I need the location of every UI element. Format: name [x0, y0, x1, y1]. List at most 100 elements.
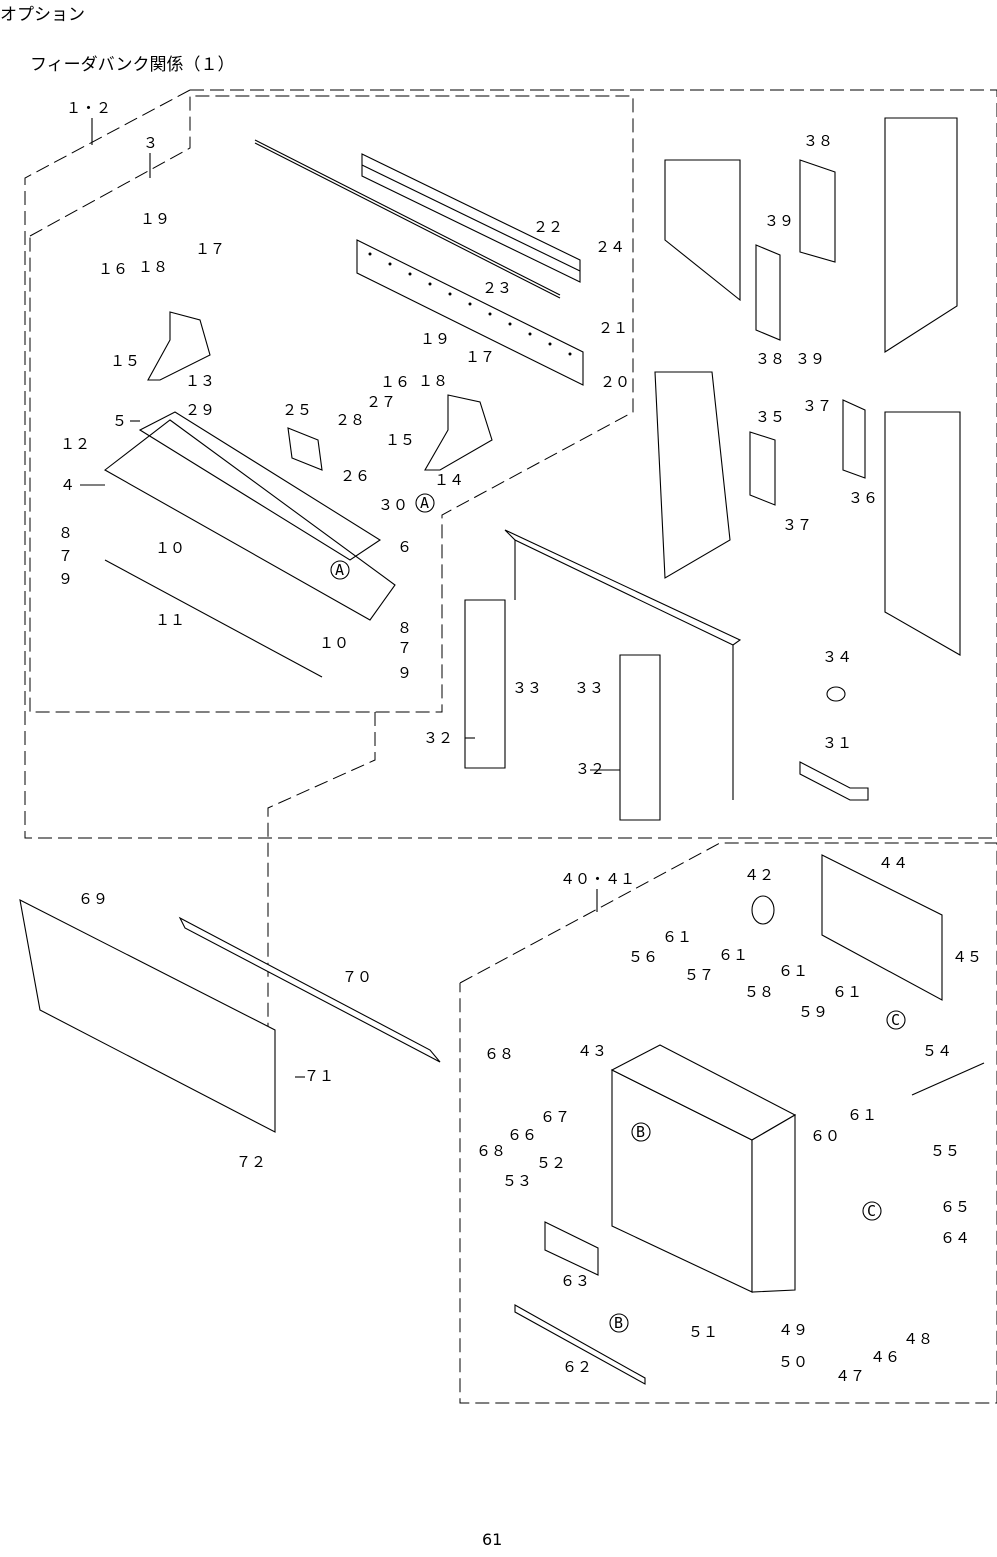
callout-6: ６ [397, 538, 412, 556]
callout-61b: ６１ [718, 946, 748, 964]
callout-35: ３５ [755, 408, 785, 426]
part-38-plate-a [800, 160, 835, 262]
callout-29: ２９ [185, 401, 215, 419]
callout-60: ６０ [810, 1127, 840, 1145]
callout-42: ４２ [744, 866, 774, 884]
callout-72: ７２ [236, 1153, 266, 1171]
callout-61c: ６１ [778, 962, 808, 980]
frame-panel-mid [655, 372, 730, 578]
part-11-chain [105, 560, 322, 677]
callout-31: ３１ [822, 734, 852, 752]
link-line [268, 712, 375, 1040]
callout-49: ４９ [778, 1321, 808, 1339]
callout-1-2: １・２ [66, 99, 111, 117]
callout-65: ６５ [940, 1198, 970, 1216]
callout-7a: ７ [58, 547, 73, 565]
part-63-label [545, 1222, 598, 1275]
part-35-plate [750, 432, 775, 505]
part-25-bracket [288, 428, 322, 470]
frame-panel-right [885, 412, 960, 655]
part-38-plate-b [756, 245, 780, 340]
part-43-enclosure-side [752, 1115, 795, 1292]
ref-a-1: A [335, 561, 344, 579]
ref-c-1: C [891, 1011, 900, 1029]
part-32-leg-left [465, 600, 505, 768]
callout-30: ３０ [378, 496, 408, 514]
part-13-bracket [148, 312, 210, 380]
callout-18b: １８ [418, 372, 448, 390]
callout-69: ６９ [78, 890, 108, 908]
callout-39b: ３９ [795, 350, 825, 368]
callout-24: ２４ [595, 238, 625, 256]
callout-57: ５７ [684, 966, 714, 984]
callout-15a: １５ [110, 352, 140, 370]
callout-56: ５６ [628, 948, 658, 966]
callout-25: ２５ [282, 401, 312, 419]
callout-12: １２ [60, 435, 90, 453]
frame-panel-top-right [885, 118, 957, 352]
callout-8b: ８ [397, 619, 412, 637]
callout-44: ４４ [878, 854, 908, 872]
callout-55: ５５ [930, 1142, 960, 1160]
part-69-plate [20, 900, 275, 1132]
callout-61d: ６１ [832, 983, 862, 1001]
part-44-panel [822, 855, 942, 1000]
callout-11: １１ [155, 611, 185, 629]
callout-40-41: ４０・４１ [560, 870, 635, 888]
callout-7b: ７ [397, 639, 412, 657]
callout-48: ４８ [903, 1330, 933, 1348]
callout-16b: １６ [380, 373, 410, 391]
callout-21: ２１ [598, 319, 628, 337]
callout-45: ４５ [952, 948, 982, 966]
callout-66: ６６ [507, 1126, 537, 1144]
callout-37b: ３７ [782, 516, 812, 534]
callout-3: ３ [143, 134, 158, 152]
callout-50: ５０ [778, 1353, 808, 1371]
callout-33a: ３３ [512, 679, 542, 697]
callout-52: ５２ [536, 1154, 566, 1172]
callout-51: ５１ [688, 1323, 718, 1341]
callout-43: ４３ [577, 1042, 607, 1060]
callout-19a: １９ [140, 210, 170, 228]
callout-68b: ６８ [476, 1142, 506, 1160]
callout-39a: ３９ [764, 212, 794, 230]
callout-28: ２８ [335, 411, 365, 429]
callout-32a: ３２ [423, 729, 453, 747]
callout-38a: ３８ [803, 132, 833, 150]
callout-4: ４ [60, 476, 75, 494]
callout-34: ３４ [822, 648, 852, 666]
callout-9b: ９ [397, 664, 412, 682]
callout-14: １４ [434, 471, 464, 489]
callout-53: ５３ [502, 1172, 532, 1190]
callout-16a: １６ [98, 260, 128, 278]
callout-23: ２３ [482, 279, 512, 297]
callout-63: ６３ [560, 1272, 590, 1290]
part-36-plate [843, 400, 865, 478]
callout-27: ２７ [366, 393, 396, 411]
ref-a-2: A [420, 494, 429, 512]
callout-36: ３６ [848, 489, 878, 507]
callout-33b: ３３ [574, 679, 604, 697]
callout-58: ５８ [744, 983, 774, 1001]
callout-67: ６７ [540, 1108, 570, 1126]
callout-17a: １７ [195, 240, 225, 258]
callout-17b: １７ [465, 348, 495, 366]
callout-10b: １０ [319, 634, 349, 652]
callout-15b: １５ [385, 431, 415, 449]
page-number: 61 [482, 1530, 502, 1549]
callout-labels: １・２ ３ ４ ５ ６ ７ ７ ８ ８ ９ ９ １０ １０ １１ １２ １３ １… [58, 99, 982, 1385]
callout-37a: ３７ [802, 397, 832, 415]
callout-22: ２２ [533, 218, 563, 236]
callout-68a: ６８ [484, 1045, 514, 1063]
callout-70: ７０ [342, 968, 372, 986]
callout-38b: ３８ [755, 350, 785, 368]
callout-9a: ９ [58, 570, 73, 588]
part-42-spacer [752, 896, 774, 924]
assembly-3-boundary [30, 96, 633, 712]
callout-62: ６２ [562, 1358, 592, 1376]
callout-8a: ８ [58, 524, 73, 542]
callout-61a: ６１ [662, 928, 692, 946]
frame-panel-left [665, 160, 740, 300]
callout-5: ５ [112, 412, 127, 430]
